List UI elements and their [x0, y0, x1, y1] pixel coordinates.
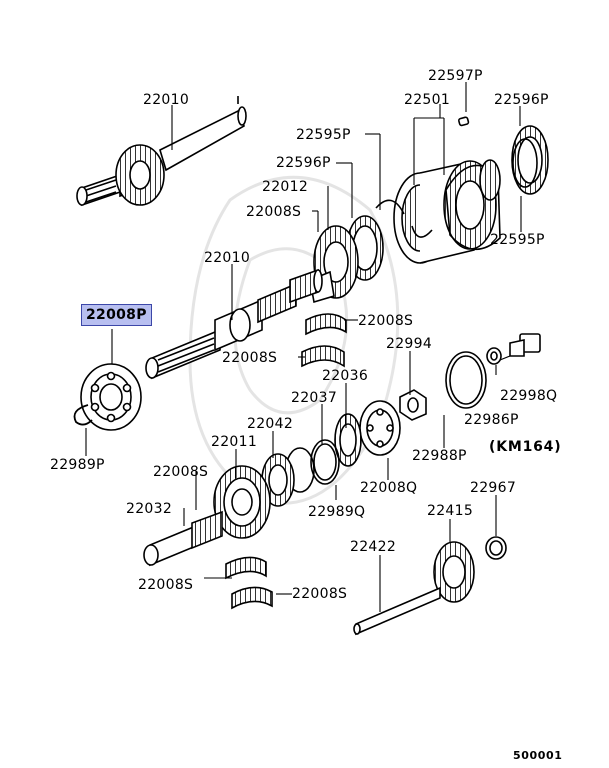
needle-bushings-upper [301, 313, 347, 368]
needle-bushings-lower [225, 556, 273, 610]
leader-lines [85, 82, 522, 612]
part-label-22008S-upper[interactable]: 22008S [246, 204, 302, 220]
bearing-22008P [80, 363, 142, 431]
part-label-22597P[interactable]: 22597P [428, 68, 483, 84]
part-label-22415[interactable]: 22415 [427, 503, 474, 519]
part-label-22012[interactable]: 22012 [262, 179, 309, 195]
part-label-22042[interactable]: 22042 [247, 416, 294, 432]
part-label-22008S-bottom-a[interactable]: 22008S [138, 577, 194, 593]
part-label-22011[interactable]: 22011 [211, 434, 258, 450]
reverse-idler-shaft-22032 [143, 510, 223, 567]
part-label-22989P[interactable]: 22989P [50, 457, 105, 473]
part-label-22595P-left[interactable]: 22595P [296, 127, 351, 143]
part-label-22986P[interactable]: 22986P [464, 412, 519, 428]
part-label-22967[interactable]: 22967 [470, 480, 517, 496]
third-gear-and-rings [309, 215, 384, 304]
part-label-22595P-right[interactable]: 22595P [490, 232, 545, 248]
part-label-22994[interactable]: 22994 [386, 336, 433, 352]
part-label-22010-top[interactable]: 22010 [143, 92, 190, 108]
reverse-idler-group [353, 536, 507, 636]
part-label-22008S-bushing-b[interactable]: 22008S [222, 350, 278, 366]
input-shaft-top [76, 96, 247, 207]
synchro-hub-assembly [375, 116, 549, 264]
part-label-22998Q[interactable]: 22998Q [500, 388, 558, 404]
model-note: (KM164) [489, 439, 562, 455]
part-label-22988P[interactable]: 22988P [412, 448, 467, 464]
part-label-22008S-bottom-b[interactable]: 22008S [292, 586, 348, 602]
part-label-22596P-right[interactable]: 22596P [494, 92, 549, 108]
part-label-22501[interactable]: 22501 [404, 92, 451, 108]
part-label-22037[interactable]: 22037 [291, 390, 338, 406]
snap-ring-22989P [73, 404, 93, 426]
gears-22042-22011 [213, 453, 295, 539]
part-label-22032[interactable]: 22032 [126, 501, 173, 517]
part-label-22989Q[interactable]: 22989Q [308, 504, 366, 520]
part-label-22008P-highlighted[interactable]: 22008P [81, 304, 152, 326]
part-label-22008S-lower[interactable]: 22008S [153, 464, 209, 480]
part-label-22422[interactable]: 22422 [350, 539, 397, 555]
main-shaft [145, 268, 323, 380]
part-label-22010-mid[interactable]: 22010 [204, 250, 251, 266]
part-label-22008S-bushing-a[interactable]: 22008S [358, 313, 414, 329]
part-label-22596P-left[interactable]: 22596P [276, 155, 331, 171]
part-label-22036[interactable]: 22036 [322, 368, 369, 384]
part-label-22008Q[interactable]: 22008Q [360, 480, 418, 496]
bearing-22008Q [334, 400, 401, 467]
diagram-code: 500001 [513, 749, 563, 762]
nut-washer-group [399, 333, 541, 421]
